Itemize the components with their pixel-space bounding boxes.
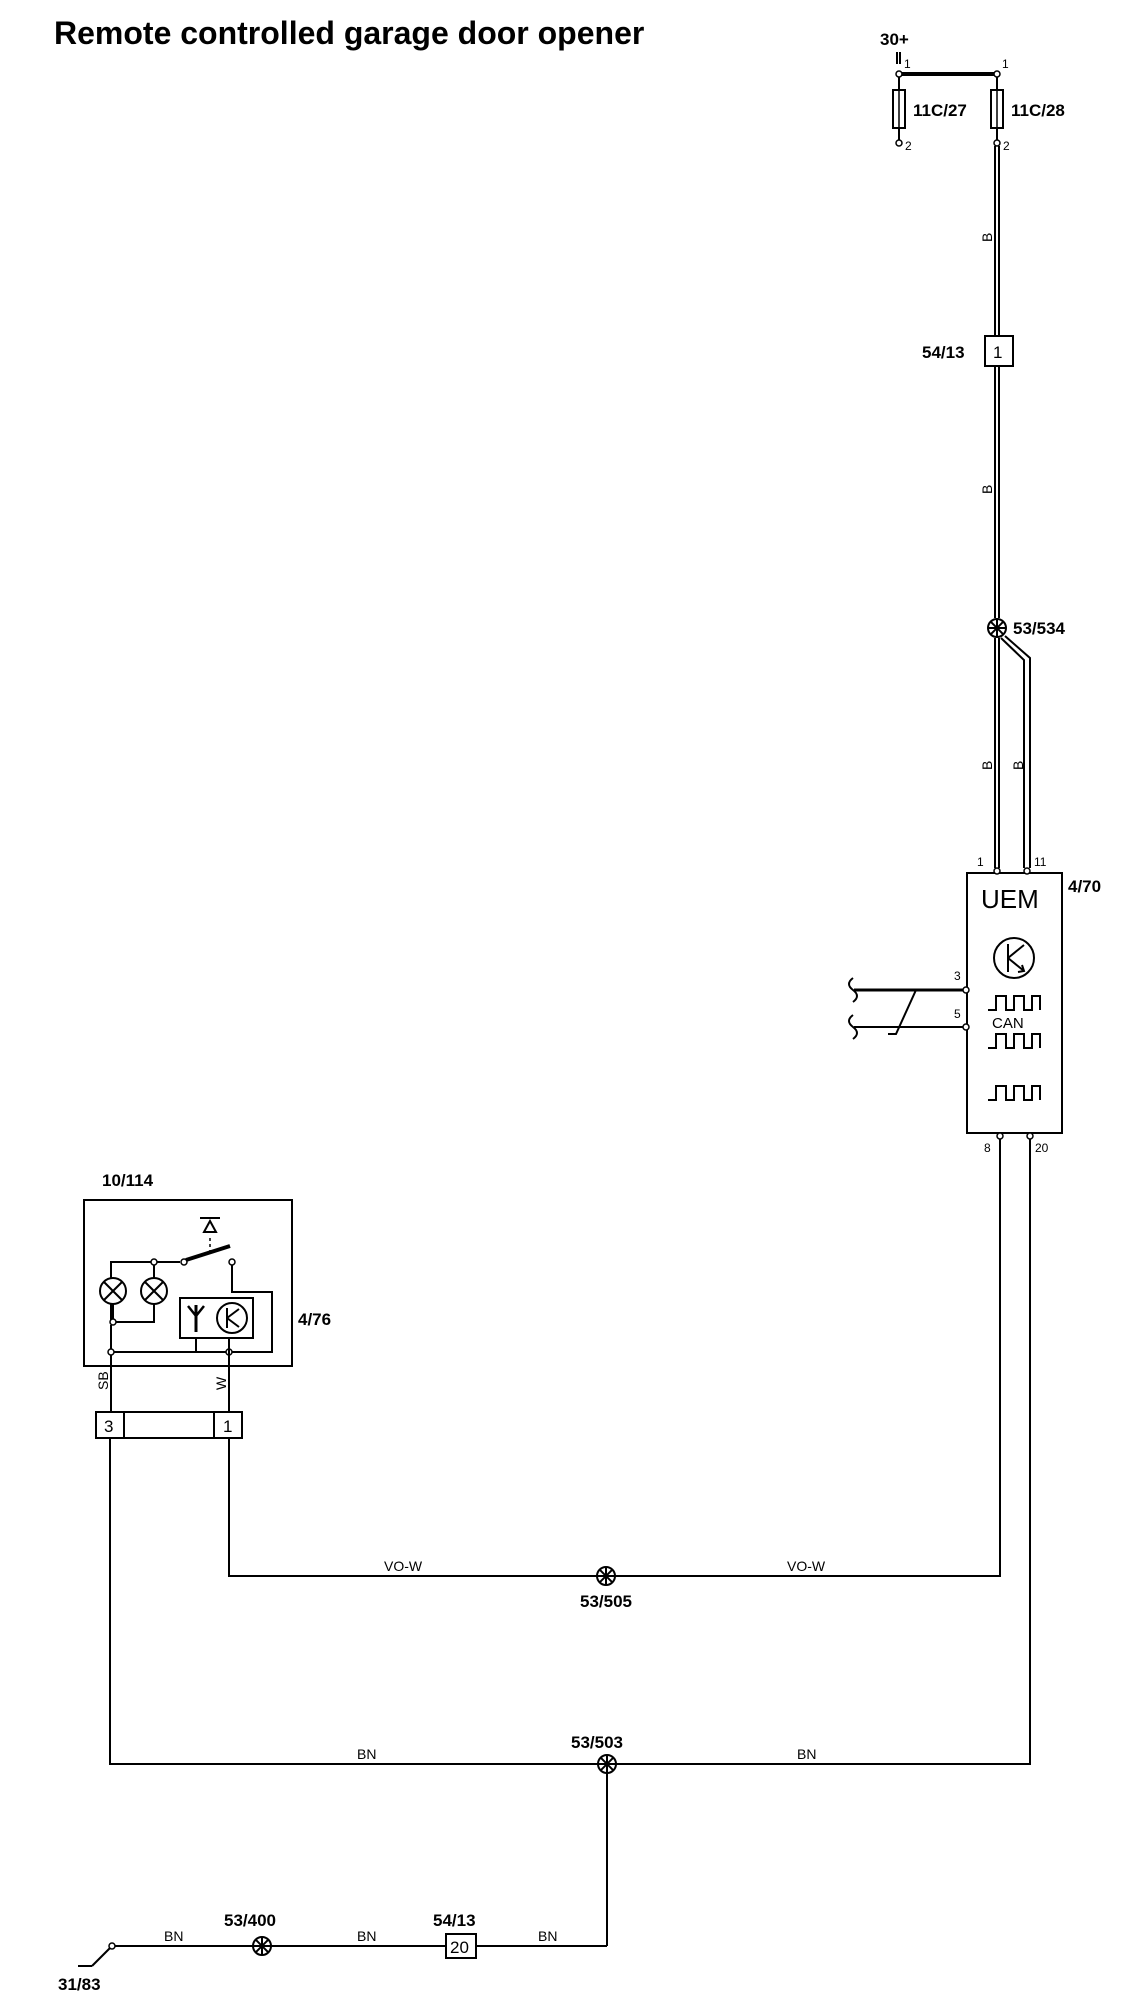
can-high-break-icon	[848, 977, 858, 1003]
uem-pin-1-terminal	[993, 867, 1001, 875]
remote-internal-wire-4	[113, 1304, 155, 1323]
square-wave-icon-3	[988, 1085, 1041, 1101]
remote-conn-label: 4/76	[298, 1310, 331, 1329]
wire-color-bn-left: BN	[357, 1746, 376, 1762]
wire-bn-main	[109, 1139, 1031, 1765]
uem-pin-3: 3	[954, 969, 961, 983]
push-button-icon	[200, 1217, 220, 1233]
fuse-a-label: 11C/27	[913, 101, 967, 120]
can-label: CAN	[992, 1015, 1024, 1032]
fuse-b-top-terminal	[993, 70, 1001, 78]
plug-pin-3: 3	[104, 1417, 113, 1436]
remote-internal-wire-5	[110, 1265, 273, 1353]
fuse-b-bottom-terminal	[993, 139, 1001, 147]
wire-color-bn-g2: BN	[357, 1928, 376, 1944]
plug-connector	[95, 1411, 243, 1439]
can-twist	[888, 989, 920, 1035]
wire-color-vo-w-right: VO-W	[787, 1558, 826, 1574]
uem-pin-20: 20	[1035, 1141, 1049, 1155]
fuse-a-pin-top: 1	[904, 57, 911, 71]
splice-503-label: 53/503	[571, 1733, 623, 1752]
uem-pin-5-terminal	[962, 1023, 970, 1031]
uem-pin-1: 1	[977, 855, 984, 869]
uem-pin-20-terminal	[1026, 1132, 1034, 1140]
wire-color-b-1: B	[979, 233, 995, 242]
splice-505-label: 53/505	[580, 1592, 632, 1611]
switch-lever-icon	[185, 1244, 231, 1262]
remote-ref-label: 10/114	[102, 1171, 154, 1190]
wire-color-sb: SB	[95, 1371, 111, 1390]
supply-label: 30+	[880, 30, 909, 49]
uem-pin-11: 11	[1034, 855, 1047, 869]
lamp-icon-2	[140, 1277, 168, 1305]
uem-pin-5: 5	[954, 1007, 961, 1021]
connector-top-pin: 1	[993, 343, 1002, 362]
splice-53-505	[596, 1566, 616, 1586]
wire-b-uem11-b	[1004, 635, 1031, 868]
wire-color-b-4: B	[1010, 761, 1026, 770]
wire-vo-w	[228, 1139, 1001, 1577]
antenna-icon	[187, 1305, 205, 1332]
uem-pin-8: 8	[984, 1141, 991, 1155]
wire-color-bn-g1: BN	[164, 1928, 183, 1944]
connector-top-label: 54/13	[922, 343, 965, 362]
splice-top-label: 53/534	[1013, 619, 1066, 638]
uem-pin-8-terminal	[996, 1132, 1004, 1140]
fuse-b-pin-top: 1	[1002, 57, 1009, 71]
fuse-a-top-terminal	[895, 70, 903, 78]
remote-node-2	[150, 1258, 158, 1266]
uem-pin-11-terminal	[1023, 867, 1031, 875]
connector-bottom-pin: 20	[450, 1938, 469, 1957]
wire-color-w: W	[213, 1376, 229, 1390]
lamp-icon-1	[99, 1277, 127, 1305]
switch-contact-left	[180, 1258, 188, 1266]
ground-terminal	[108, 1942, 116, 1950]
uem-pin-3-terminal	[962, 986, 970, 994]
connector-bottom-label: 54/13	[433, 1911, 476, 1930]
plug-pin-1: 1	[223, 1417, 232, 1436]
wire-color-bn-right: BN	[797, 1746, 816, 1762]
ground-label: 31/83	[58, 1975, 101, 1994]
wire-color-bn-g3: BN	[538, 1928, 557, 1944]
wire-color-vo-w-left: VO-W	[384, 1558, 423, 1574]
uem-name: UEM	[981, 884, 1039, 914]
can-low-break-icon	[848, 1014, 858, 1040]
wire-color-b-3: B	[979, 761, 995, 770]
transistor-icon	[993, 937, 1035, 979]
switch-contact-right	[228, 1258, 236, 1266]
square-wave-icon-2	[988, 1033, 1041, 1049]
ground-icon	[78, 1947, 111, 1967]
fuse-a-pin-bottom: 2	[905, 139, 912, 153]
fuse-b-pin-bottom: 2	[1003, 139, 1010, 153]
splice-53-503	[597, 1754, 617, 1774]
fuse-a-bottom-terminal	[895, 139, 903, 147]
square-wave-icon-1	[988, 995, 1041, 1011]
wire-b-uem11-a	[1000, 637, 1025, 868]
splice-400-label: 53/400	[224, 1911, 276, 1930]
splice-53-400	[252, 1936, 272, 1956]
remote-node-4	[107, 1348, 115, 1356]
page-title: Remote controlled garage door opener	[54, 15, 644, 51]
remote-node-1	[109, 1318, 117, 1326]
uem-ref-label: 4/70	[1068, 877, 1101, 896]
wire-color-b-2: B	[979, 485, 995, 494]
remote-transistor-icon	[216, 1302, 248, 1334]
fuse-b-label: 11C/28	[1011, 101, 1065, 120]
splice-53-534	[987, 618, 1007, 638]
